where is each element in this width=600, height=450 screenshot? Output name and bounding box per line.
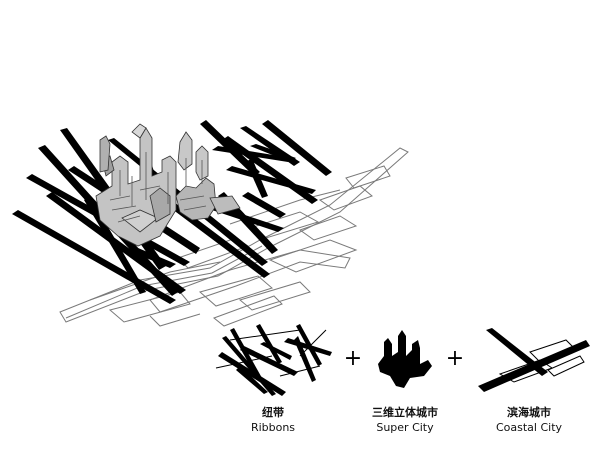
ribbons-icon-outline [215,329,327,377]
legend-super-city: 三维立体城市 Super City [345,406,465,435]
legend-coastal-city-en: Coastal City [495,421,563,434]
legend-super-city-en: Super City [376,421,434,434]
super-city-main [95,123,241,247]
legend-ribbons: 纽带 Ribbons [213,406,333,435]
legend-ribbons-zh: 纽带 [262,406,284,419]
coastal-city-icon [478,328,590,392]
legend-ribbons-en: Ribbons [250,421,296,434]
legend-coastal-city-zh: 滨海城市 [507,406,551,419]
super-city-icon [378,330,432,388]
ribbons-icon [218,324,332,396]
legend-coastal-city: 滨海城市 Coastal City [469,406,589,435]
plus-operator-2: + [446,346,464,371]
legend-super-city-zh: 三维立体城市 [372,406,438,419]
plus-operator-1: + [344,346,362,371]
